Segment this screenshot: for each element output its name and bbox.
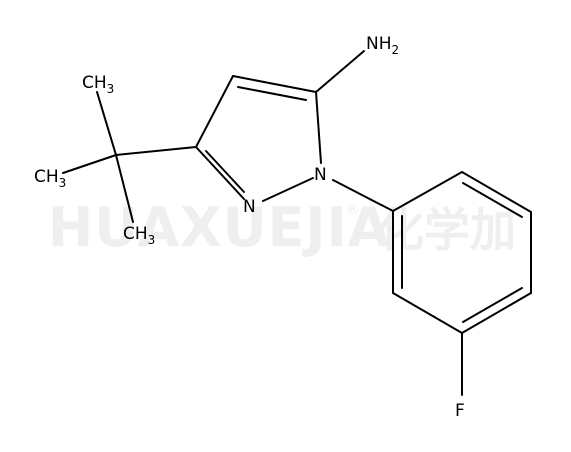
watermark-registered: ® (346, 202, 360, 218)
ch3-top-subscript: 3 (107, 82, 115, 96)
bond-c4-c3 (195, 75, 234, 148)
bond-n1-phenyl (332, 179, 394, 212)
bond-c5-c4 (232, 75, 317, 93)
bond-ph4-ph5 (461, 292, 532, 334)
bonds (62, 50, 532, 396)
watermark: HUAXUEJIA ® 化学加 (48, 196, 516, 259)
atom-labels: NH2 N N F CH3 CH3 CH3 (34, 34, 465, 421)
bond-n1-c5 (315, 91, 322, 164)
n2-label: N (243, 197, 256, 217)
bond-c5-c4-double (237, 86, 307, 101)
ch3-bottom-label: CH3 (123, 224, 155, 247)
bond-cq-ch3-left (62, 154, 117, 174)
ch3-left-subscript: 3 (59, 176, 67, 190)
nh2-main: NH (366, 34, 392, 54)
watermark-cjk: 化学加 (378, 203, 516, 257)
ch3-bottom-main: CH (123, 224, 148, 244)
bond-c3-cq (115, 146, 197, 156)
nh2-label: NH2 (366, 34, 399, 57)
bond-ph2-ph3 (461, 171, 532, 213)
bond-ph2-ph3-inner (462, 182, 523, 218)
bond-ph5-ph6 (392, 292, 463, 334)
bond-ph1-ph2 (392, 171, 463, 212)
watermark-latin: HUAXUEJIA (48, 196, 391, 259)
bond-cq-ch3-top (96, 91, 117, 156)
ch3-top-label: CH3 (82, 73, 114, 96)
bond-c5-nh2 (315, 50, 365, 93)
ch3-bottom-subscript: 3 (148, 233, 156, 247)
fluorine-label: F (455, 401, 465, 421)
bond-ph4-ph5-inner (462, 287, 523, 323)
bond-n2-n1 (262, 177, 314, 202)
bond-cq-ch3-bottom (115, 154, 134, 223)
bond-c3-n2 (195, 146, 245, 200)
n1-label: N (314, 165, 327, 185)
nh2-subscript: 2 (392, 43, 400, 57)
ch3-left-main: CH (34, 167, 59, 187)
ch3-top-main: CH (82, 73, 107, 93)
bond-c3-n2-double (205, 150, 245, 193)
ch3-left-label: CH3 (34, 167, 66, 190)
